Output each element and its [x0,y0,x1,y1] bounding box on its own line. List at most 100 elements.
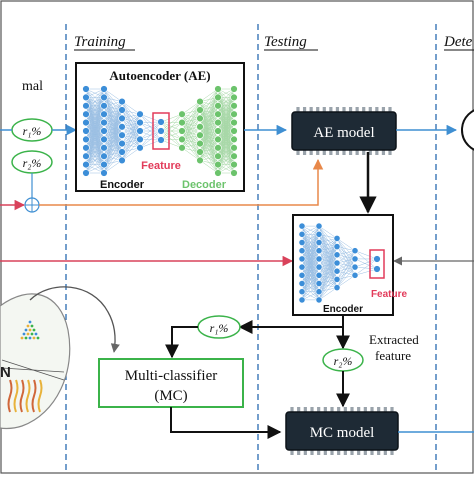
network-node [179,119,186,126]
network-node [231,128,238,135]
network-node [352,272,358,278]
blob-dot [21,337,24,340]
network-node [137,128,144,135]
network-node [197,123,204,130]
network-node [83,170,90,177]
network-node [179,111,186,118]
network-node [101,119,108,126]
network-node [197,140,204,147]
network-node [334,260,340,266]
ae-model-label: AE model [313,125,374,141]
network-node [101,128,108,135]
network-node [197,149,204,156]
network-node [299,264,305,270]
network-node [374,256,381,263]
network-node [334,244,340,250]
network-node [197,107,204,114]
network-node [101,111,108,118]
blob-dot [27,333,30,336]
network-node [231,161,238,168]
extracted-feature-line2: feature [375,348,411,363]
encoder-label: Encoder [323,304,363,315]
ratio-r2-top-label: r₂% [23,156,42,170]
network-node [197,132,204,139]
blob-dot [33,337,36,340]
network-node [179,128,186,135]
network-node [299,272,305,278]
network-node [231,86,238,93]
network-node [231,153,238,160]
network-node [299,256,305,262]
network-node [316,289,322,295]
network-node [231,111,238,118]
blob-dot [25,329,28,332]
network-node [231,144,238,151]
blob-dot [35,333,38,336]
network-node [231,94,238,101]
network-node [83,119,90,126]
autoencoder-title: Autoencoder (AE) [109,68,210,83]
network-node [374,266,381,273]
network-node [101,102,108,109]
blob-dot [31,333,34,336]
blob-dot [33,329,36,332]
network-node [215,111,222,118]
network-node [197,115,204,122]
section-detection: Dete [443,34,473,50]
network-node [334,285,340,291]
network-node [231,102,238,109]
network-node [231,170,238,177]
network-node [352,248,358,254]
data-blob [0,294,70,429]
network-node [83,128,90,135]
ae-decoder-label: Decoder [182,179,227,191]
blob-dot [29,337,32,340]
network-node [299,231,305,237]
network-node [316,239,322,245]
network-node [352,256,358,262]
network-node [101,153,108,160]
network-node [334,276,340,282]
network-node [158,128,165,135]
extracted-feature-line1: Extracted [369,332,419,347]
network-node [83,161,90,168]
network-node [215,161,222,168]
multi-classifier-line2: (MC) [154,388,187,404]
blob-dot [27,325,30,328]
network-node [215,170,222,177]
ratio-r1-top-label: r₁% [23,124,42,138]
multi-classifier-line1: Multi-classifier [125,368,217,384]
network-node [215,119,222,126]
network-node [137,144,144,151]
network-node [137,119,144,126]
network-node [299,239,305,245]
network-node [101,94,108,101]
network-node [158,137,165,144]
network-node [83,94,90,101]
network-node [119,140,126,147]
network-node [231,119,238,126]
network-node [316,248,322,254]
network-node [215,86,222,93]
mc-model-chip: MC model [286,407,398,455]
network-node [83,144,90,151]
network-node [316,264,322,270]
network-node [299,280,305,286]
network-node [119,149,126,156]
network-node [119,115,126,122]
network-node [83,136,90,143]
network-node [352,264,358,270]
network-node [119,107,126,114]
network-node [299,297,305,303]
network-node [158,119,165,126]
arrow-mc-to-mc-model [171,407,280,432]
network-node [119,132,126,139]
ratio-r2-bottom-label: r₂% [334,354,353,368]
network-node [83,86,90,93]
network-node [83,102,90,109]
network-node [215,128,222,135]
network-node [316,272,322,278]
blob-dot [29,329,32,332]
